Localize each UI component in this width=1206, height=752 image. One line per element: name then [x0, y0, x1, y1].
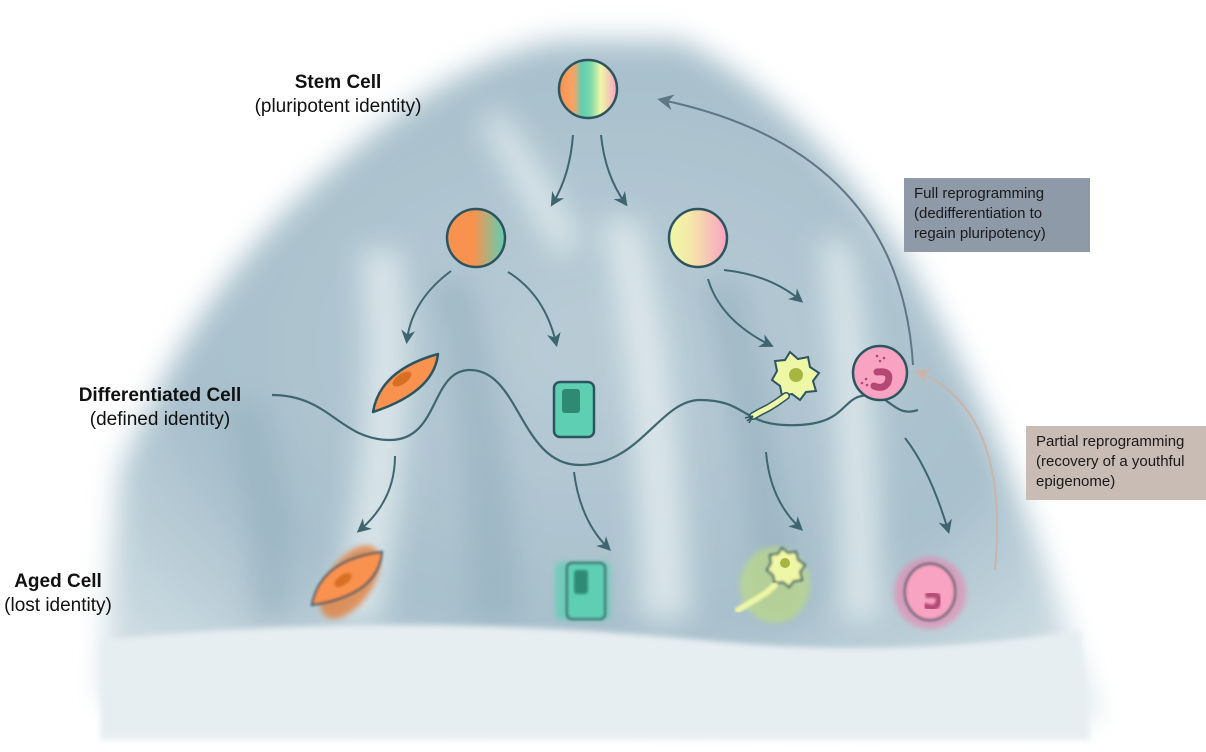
full-reprogramming-line: (dedifferentiation to [914, 205, 1043, 222]
partial-reprogramming-callout: Partial reprogramming (recovery of a you… [1026, 426, 1206, 500]
arrow-stem-to-right [600, 134, 628, 207]
aged-cell-title: Aged Cell [14, 571, 102, 592]
full-reprogramming-line: Full reprogramming [914, 185, 1045, 202]
full-reprogramming-callout: Full reprogramming (dedifferentiation to… [904, 178, 1090, 252]
differentiated-cell-subtitle: (defined identity) [89, 409, 231, 430]
fibroblast-cell [371, 352, 440, 414]
arrow-right-to-neuron [707, 278, 774, 347]
valley-line [271, 368, 919, 467]
arrow-left-to-epithelial [507, 271, 561, 348]
partial-reprogramming-line: epigenome) [1036, 473, 1116, 490]
stem-cell [557, 58, 619, 120]
full-reprogramming-arrow [657, 94, 914, 366]
arrow-stem-to-left [550, 134, 574, 207]
partial-reprogramming-line: (recovery of a youthful [1036, 453, 1185, 470]
epigenetic-landscape [100, 40, 1100, 740]
neutrophil-cell [851, 344, 909, 402]
full-reprogramming-line: regain pluripotency) [914, 225, 1046, 242]
aged-cell-label: Aged Cell (lost identity) [0, 570, 118, 618]
partial-reprogramming-line: Partial reprogramming [1036, 433, 1185, 450]
arrow-neuron-to-aged [765, 451, 804, 531]
arrow-fibroblast-to-aged [356, 455, 396, 533]
aged-neuron-cell [735, 546, 810, 623]
epithelial-cell [552, 380, 596, 439]
arrow-right-to-neutrophil [723, 269, 804, 303]
differentiated-cell-title: Differentiated Cell [78, 385, 242, 406]
stem-cell-label: Stem Cell (pluripotent identity) [228, 71, 448, 119]
stem-cell-subtitle: (pluripotent identity) [254, 96, 422, 117]
differentiation-arrows [356, 134, 952, 551]
aged-cell-subtitle: (lost identity) [4, 595, 112, 616]
arrow-left-to-fibroblast [401, 270, 452, 345]
progenitor-cell-left [445, 207, 507, 269]
differentiated-cell-label: Differentiated Cell (defined identity) [50, 384, 270, 432]
arrow-epithelial-to-aged [573, 471, 611, 551]
aged-fibroblast-cell [310, 545, 384, 619]
neuron-cell [744, 350, 821, 424]
partial-reprogramming-arrow [913, 368, 999, 571]
arrow-neutrophil-to-aged [904, 437, 952, 535]
stem-cell-title: Stem Cell [294, 72, 382, 93]
progenitor-cell-right [667, 207, 729, 269]
aged-neutrophil-cell [894, 557, 966, 629]
aged-epithelial-cell [555, 562, 610, 620]
